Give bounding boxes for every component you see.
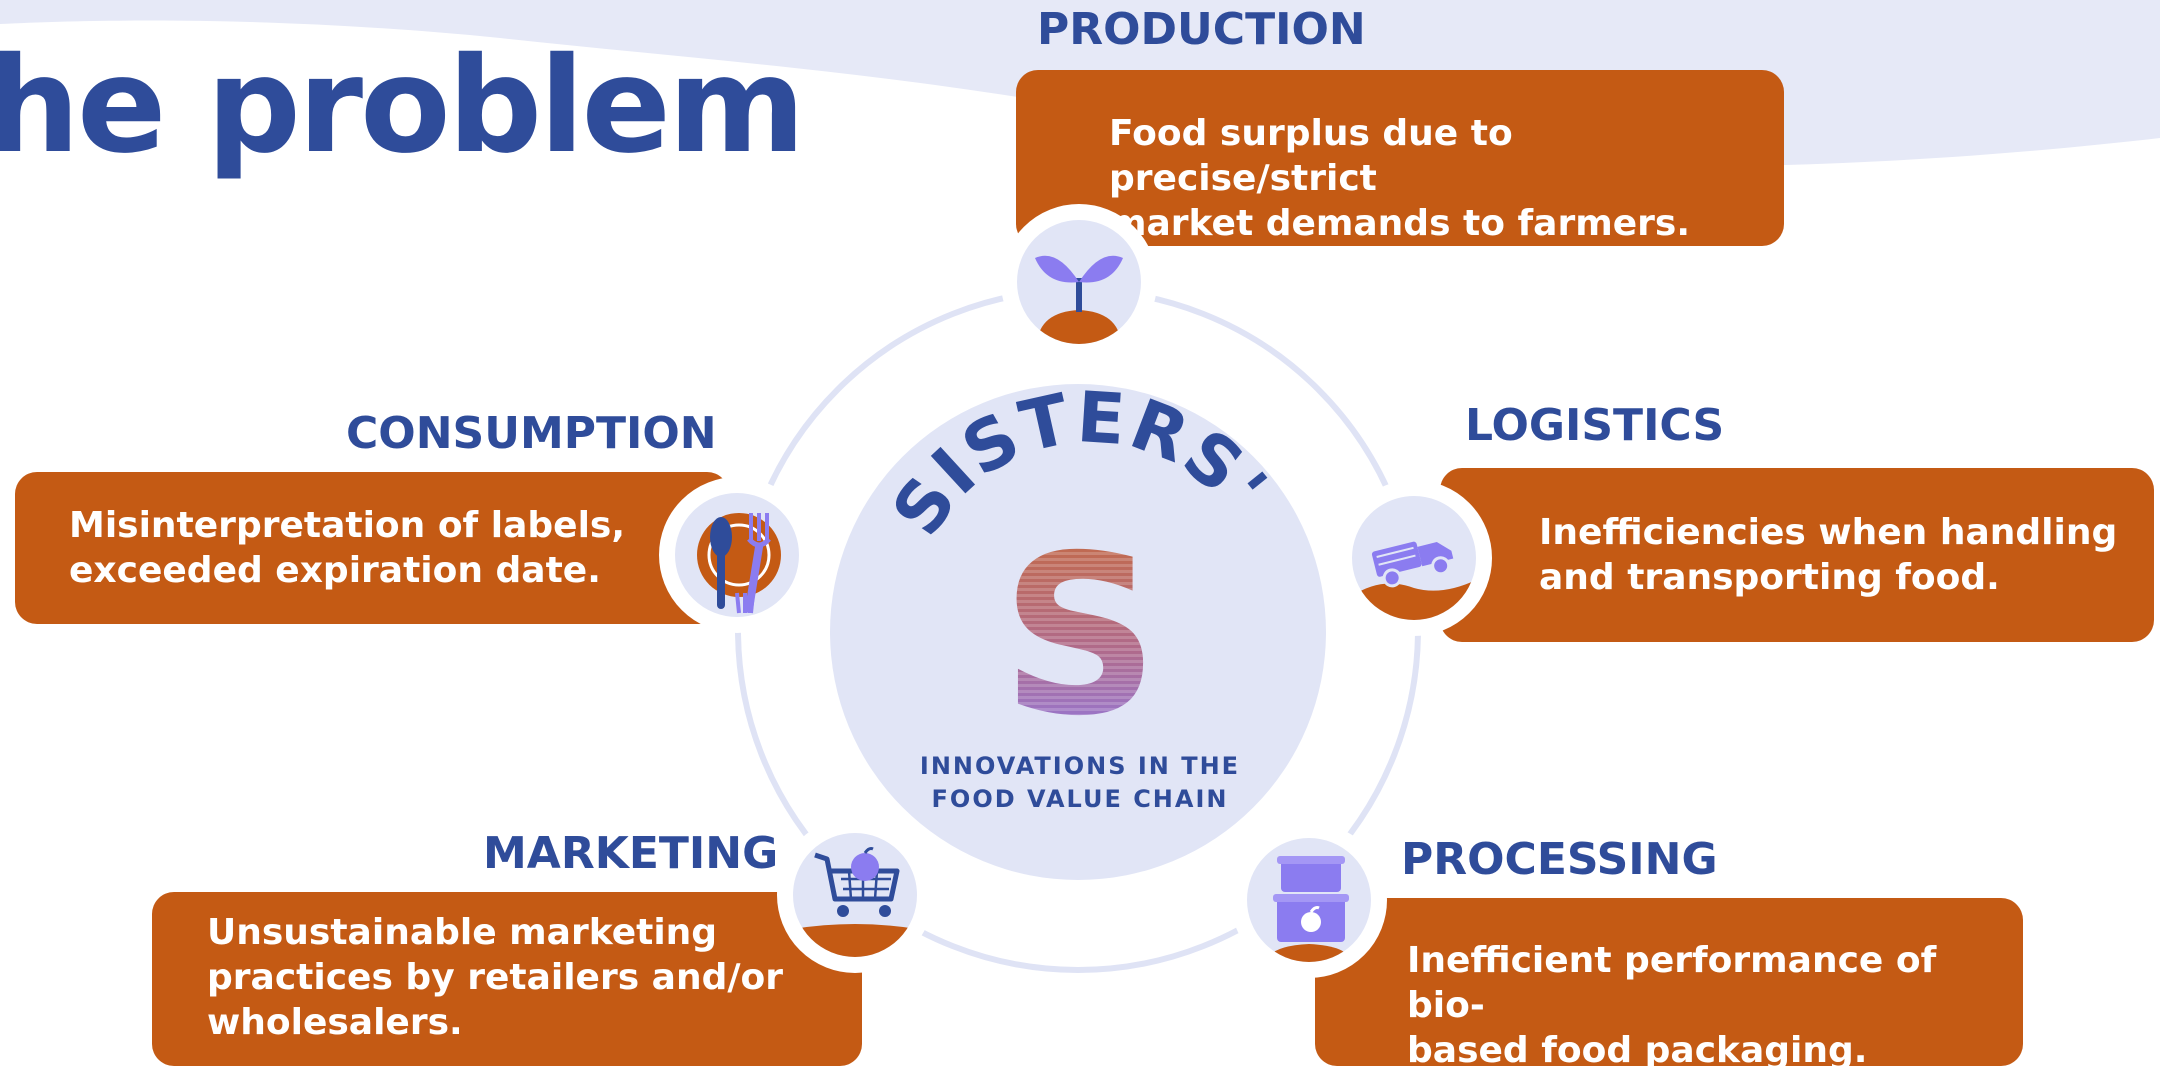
center-subtitle: INNOVATIONS IN THE FOOD VALUE CHAIN <box>919 752 1241 813</box>
plate-cutlery-icon <box>697 513 781 614</box>
sprout-icon <box>1035 255 1123 344</box>
marketing-badge <box>777 817 933 973</box>
marketing-heading: MARKETING <box>483 828 779 879</box>
processing-badge <box>1231 822 1387 978</box>
page-title: he problem <box>0 29 806 183</box>
marketing-box: Unsustainable marketing practices by ret… <box>152 892 862 1066</box>
brand-letter: S <box>1001 508 1159 764</box>
logistics-heading: LOGISTICS <box>1465 400 1725 451</box>
marketing-text: Unsustainable marketing practices by ret… <box>207 912 783 1043</box>
shopping-cart-icon <box>793 847 917 957</box>
logistics-badge <box>1336 480 1492 636</box>
consumption-text: Misinterpretation of labels, exceeded ex… <box>69 505 626 591</box>
consumption-heading: CONSUMPTION <box>346 408 717 459</box>
truck-icon <box>1352 541 1476 620</box>
processing-text: Inefficient performance of bio- based fo… <box>1407 940 1937 1071</box>
processing-box: Inefficient performance of bio- based fo… <box>1315 898 2023 1071</box>
consumption-box: Misinterpretation of labels, exceeded ex… <box>15 472 729 624</box>
logistics-text: Inefficiencies when handling and transpo… <box>1539 512 2118 598</box>
processing-heading: PROCESSING <box>1401 834 1718 885</box>
consumption-badge <box>659 477 815 633</box>
packaging-box-icon <box>1267 856 1351 962</box>
production-badge <box>1001 204 1157 360</box>
center-disc <box>830 384 1326 880</box>
brand-letter-texture: S <box>1001 508 1159 764</box>
production-box: Food surplus due to precise/strict marke… <box>1016 70 1784 246</box>
production-text: Food surplus due to precise/strict marke… <box>1109 113 1691 244</box>
logistics-box: Inefficiencies when handling and transpo… <box>1440 468 2154 642</box>
production-heading: PRODUCTION <box>1037 4 1366 55</box>
